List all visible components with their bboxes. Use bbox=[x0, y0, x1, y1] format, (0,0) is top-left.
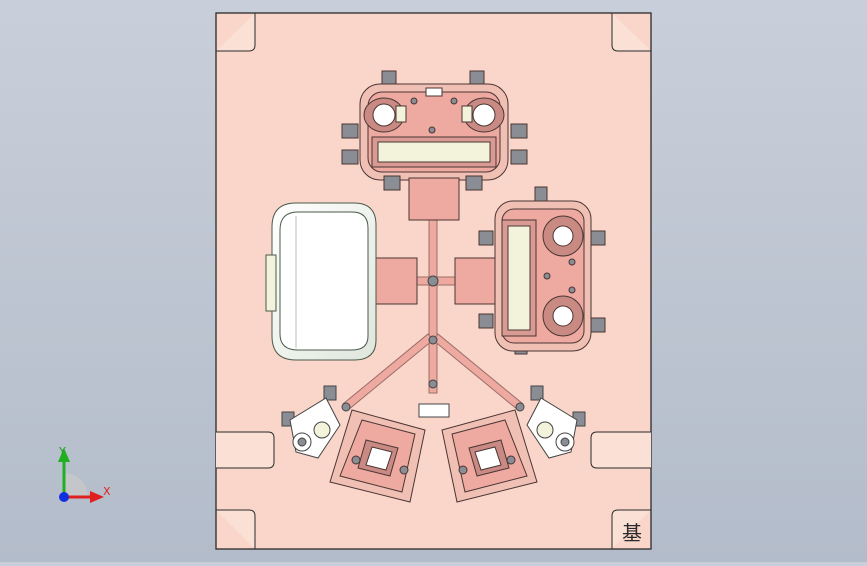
bottom-left-block bbox=[329, 409, 426, 503]
bottom-right-valve bbox=[526, 385, 586, 459]
x-axis-label: X bbox=[103, 485, 111, 498]
x-axis-arrow-icon bbox=[90, 491, 104, 503]
y-axis-label: Y bbox=[58, 445, 66, 458]
axis-triad: Y X bbox=[58, 445, 111, 503]
corner-mark: 基 bbox=[622, 521, 642, 545]
bottom-left-valve bbox=[281, 385, 341, 459]
left-boss-part bbox=[265, 202, 418, 361]
right-cavity-part bbox=[454, 186, 606, 355]
bottom-right-block bbox=[441, 409, 538, 503]
top-cavity-part bbox=[341, 70, 528, 221]
z-axis-icon bbox=[59, 492, 69, 502]
y-axis-arrow-icon bbox=[58, 448, 70, 462]
